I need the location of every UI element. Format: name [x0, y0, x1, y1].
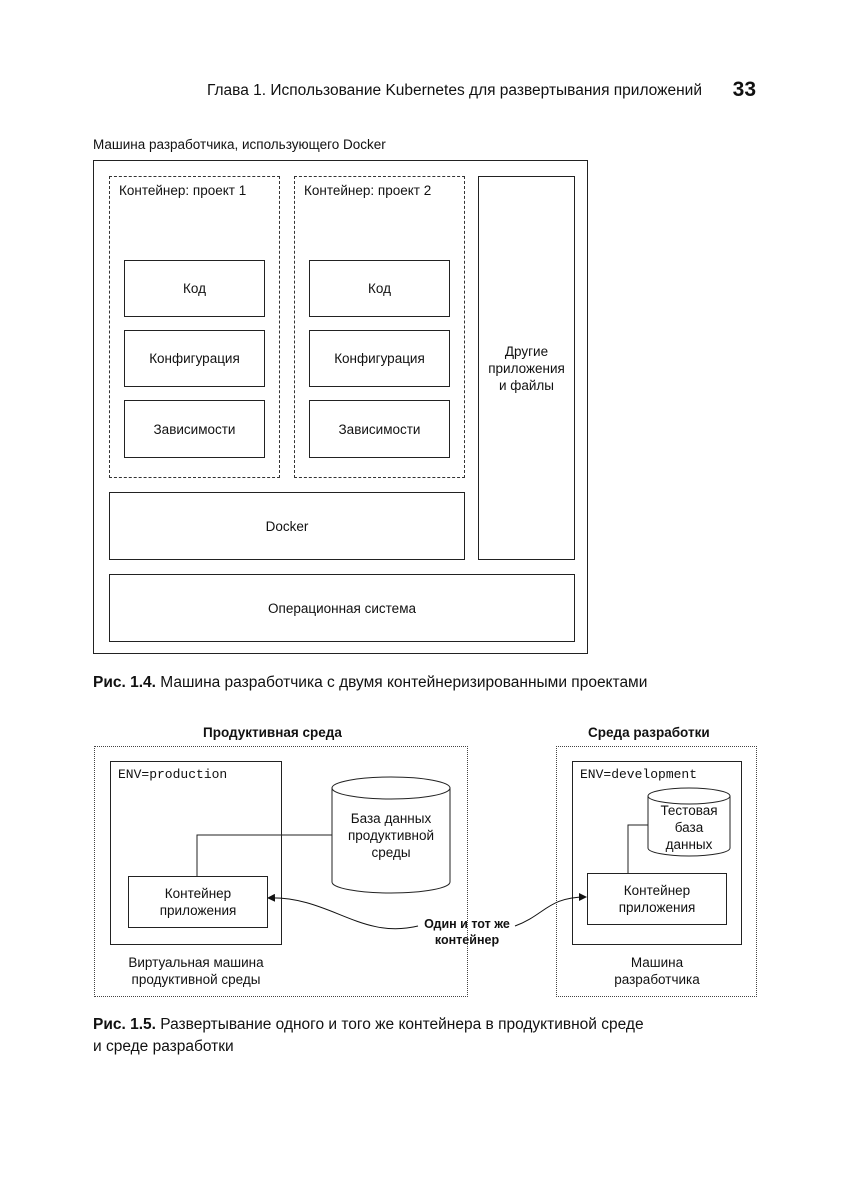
chapter-title: Глава 1. Использование Kubernetes для ра…: [206, 82, 702, 99]
other-apps-line-3: и файлы: [498, 377, 555, 393]
dev-db-connector: [627, 824, 648, 873]
test-db-cylinder: [647, 787, 731, 857]
prod-vm-label: Виртуальная машина продуктивной среды: [94, 952, 298, 990]
figure-1-5-caption: Рис. 1.5. Развертывание одного и того же…: [93, 1014, 813, 1058]
deps-box-2: Зависимости: [309, 400, 450, 458]
prod-vm-line-2: продуктивной среды: [131, 972, 261, 987]
dev-machine-line-2: разработчика: [614, 972, 700, 987]
same-container-line-2: контейнер: [434, 933, 500, 947]
figure-1-5-text-line-2: и среде разработки: [93, 1038, 234, 1055]
test-db-line-1: Тестовая: [660, 802, 718, 818]
prod-app-line-2: приложения: [159, 903, 237, 918]
container-project-1: Контейнер: проект 1: [109, 176, 280, 478]
dev-machine-label: Машина разработчика: [572, 952, 742, 990]
arrow-to-dev-container: [514, 893, 587, 927]
same-container-line-1: Один и тот же: [424, 917, 510, 931]
prod-app-container: Контейнер приложения: [128, 876, 268, 928]
dev-env-title: Среда разработки: [588, 725, 710, 740]
running-header: Глава 1. Использование Kubernetes для ра…: [160, 78, 760, 106]
other-apps-line-2: приложения: [488, 360, 565, 376]
other-apps-box: Другие приложения и файлы: [478, 176, 575, 560]
prod-db-line-2: продуктивной: [347, 827, 435, 843]
docker-box: Docker: [109, 492, 465, 560]
prod-env-var: ENV=production: [118, 767, 228, 782]
figure-1-4-caption: Рис. 1.4. Машина разработчика с двумя ко…: [93, 672, 793, 694]
other-apps-line-1: Другие: [504, 343, 549, 359]
prod-vm-line-1: Виртуальная машина: [128, 955, 264, 970]
prod-db-cylinder: [331, 776, 451, 894]
prod-db-line-1: База данных: [350, 810, 432, 826]
test-db-line-3: данных: [665, 836, 713, 852]
dev-app-line-1: Контейнер: [623, 883, 691, 898]
prod-app-line-1: Контейнер: [164, 886, 232, 901]
arrow-to-prod-container: [267, 893, 419, 930]
deps-box-1: Зависимости: [124, 400, 265, 458]
production-env-title: Продуктивная среда: [203, 725, 342, 740]
prod-db-label: База данных продуктивной среды: [332, 805, 450, 865]
prod-db-line-3: среды: [371, 844, 411, 860]
container-project-1-title: Контейнер: проект 1: [119, 183, 247, 198]
container-project-2-title: Контейнер: проект 2: [304, 183, 432, 198]
figure-1-4-number: Рис. 1.4.: [93, 674, 156, 691]
code-box-2: Код: [309, 260, 450, 317]
config-box-1: Конфигурация: [124, 330, 265, 387]
page-number: 33: [732, 78, 756, 101]
production-env-frame: [94, 746, 468, 997]
dev-machine-line-1: Машина: [630, 955, 684, 970]
code-box-1: Код: [124, 260, 265, 317]
developer-machine-label: Машина разработчика, использующего Docke…: [93, 137, 386, 152]
same-container-label: Один и тот же контейнер: [412, 912, 522, 952]
config-box-2: Конфигурация: [309, 330, 450, 387]
dev-app-line-2: приложения: [618, 900, 696, 915]
container-project-2: Контейнер: проект 2: [294, 176, 465, 478]
prod-db-connector: [196, 834, 332, 876]
figure-1-5-text-line-1: Развертывание одного и того же контейнер…: [155, 1016, 644, 1033]
test-db-label: Тестовая база данных: [648, 802, 730, 852]
dev-env-var: ENV=development: [580, 767, 698, 782]
figure-1-5-number: Рис. 1.5.: [93, 1016, 156, 1033]
test-db-line-2: база: [674, 819, 704, 835]
dev-env-frame: [556, 746, 757, 997]
dev-app-container: Контейнер приложения: [587, 873, 727, 925]
figure-1-4-text: Машина разработчика с двумя контейнеризи…: [155, 674, 648, 691]
os-box: Операционная система: [109, 574, 575, 642]
